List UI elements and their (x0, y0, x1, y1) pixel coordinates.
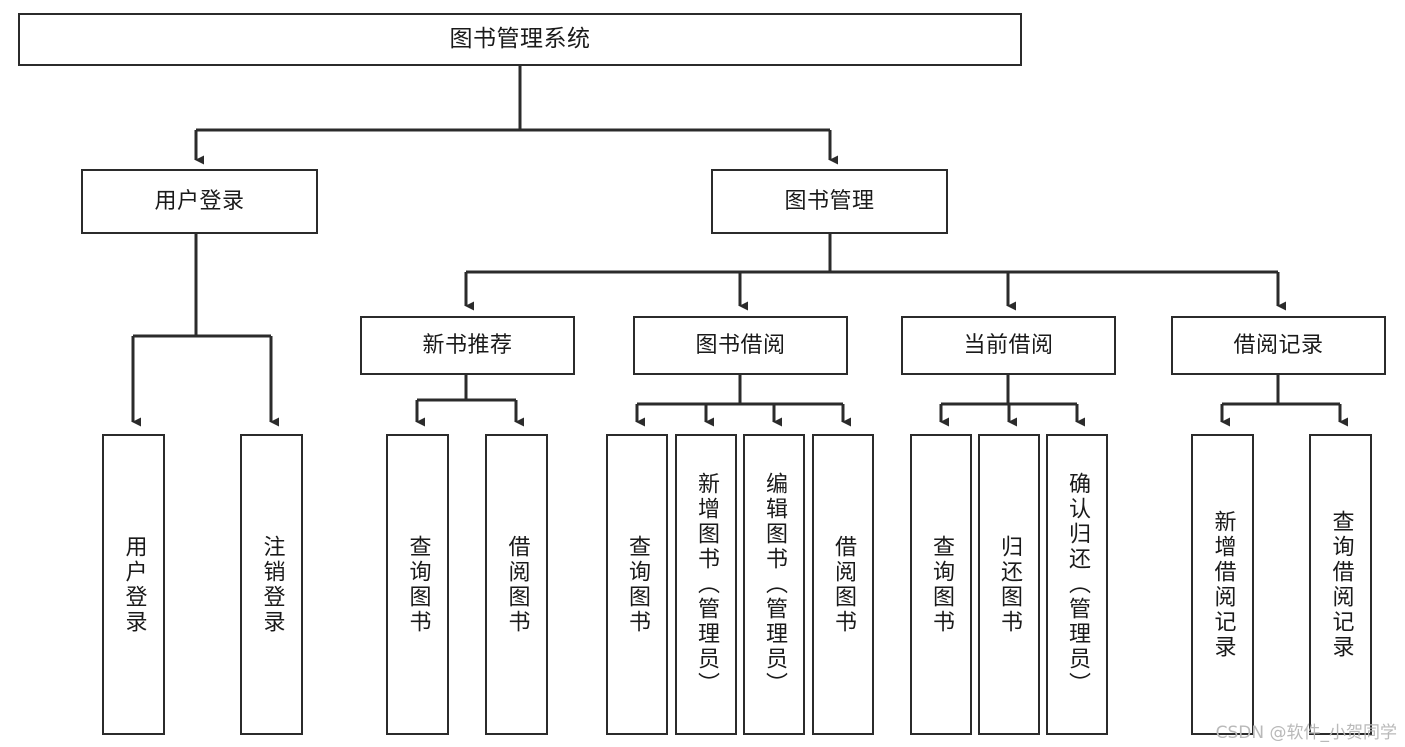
node-label: 新增借阅记录 (1210, 509, 1236, 660)
node-label: 图书管理系统 (449, 26, 591, 53)
node-leaf-edit-book-admin[interactable]: 编辑图书（管理员） (743, 434, 805, 735)
node-label: 查询图书 (929, 534, 954, 635)
node-leaf-query-borrow-record[interactable]: 查询借阅记录 (1309, 434, 1372, 735)
node-leaf-query-book-1[interactable]: 查询图书 (386, 434, 449, 735)
node-borrowing-records[interactable]: 借阅记录 (1171, 316, 1386, 375)
node-leaf-return-book[interactable]: 归还图书 (978, 434, 1040, 735)
csdn-watermark: CSDN @软件_小贺同学 (1215, 723, 1397, 743)
node-label: 查询借阅记录 (1328, 509, 1354, 660)
node-label: 归还图书 (997, 534, 1022, 635)
node-label: 借阅图书 (504, 534, 530, 635)
node-label: 用户登录 (121, 534, 147, 635)
node-book-borrowing[interactable]: 图书借阅 (633, 316, 848, 375)
node-user-login[interactable]: 用户登录 (81, 169, 318, 234)
node-leaf-query-book-3[interactable]: 查询图书 (910, 434, 972, 735)
node-leaf-borrow-book-2[interactable]: 借阅图书 (812, 434, 874, 735)
node-label: 新增图书（管理员） (694, 472, 719, 697)
node-current-borrowing[interactable]: 当前借阅 (901, 316, 1116, 375)
node-leaf-user-login[interactable]: 用户登录 (102, 434, 165, 735)
node-leaf-confirm-return-admin[interactable]: 确认归还（管理员） (1046, 434, 1108, 735)
node-leaf-query-book-2[interactable]: 查询图书 (606, 434, 668, 735)
node-label: 图书管理 (784, 188, 875, 214)
node-label: 确认归还（管理员） (1065, 472, 1090, 697)
node-label: 编辑图书（管理员） (762, 472, 787, 697)
node-leaf-logout[interactable]: 注销登录 (240, 434, 303, 735)
node-leaf-borrow-book-1[interactable]: 借阅图书 (485, 434, 548, 735)
node-label: 借阅记录 (1233, 332, 1324, 358)
node-label: 用户登录 (154, 188, 245, 214)
node-label: 注销登录 (259, 534, 285, 635)
node-label: 新书推荐 (422, 332, 513, 358)
node-root-book-management-system[interactable]: 图书管理系统 (18, 13, 1022, 66)
node-label: 查询图书 (625, 534, 650, 635)
node-label: 当前借阅 (963, 332, 1054, 358)
node-new-book-recommendation[interactable]: 新书推荐 (360, 316, 575, 375)
node-label: 借阅图书 (831, 534, 856, 635)
node-leaf-add-borrow-record[interactable]: 新增借阅记录 (1191, 434, 1254, 735)
node-leaf-add-book-admin[interactable]: 新增图书（管理员） (675, 434, 737, 735)
node-book-management[interactable]: 图书管理 (711, 169, 948, 234)
node-label: 查询图书 (405, 534, 431, 635)
node-label: 图书借阅 (695, 332, 786, 358)
